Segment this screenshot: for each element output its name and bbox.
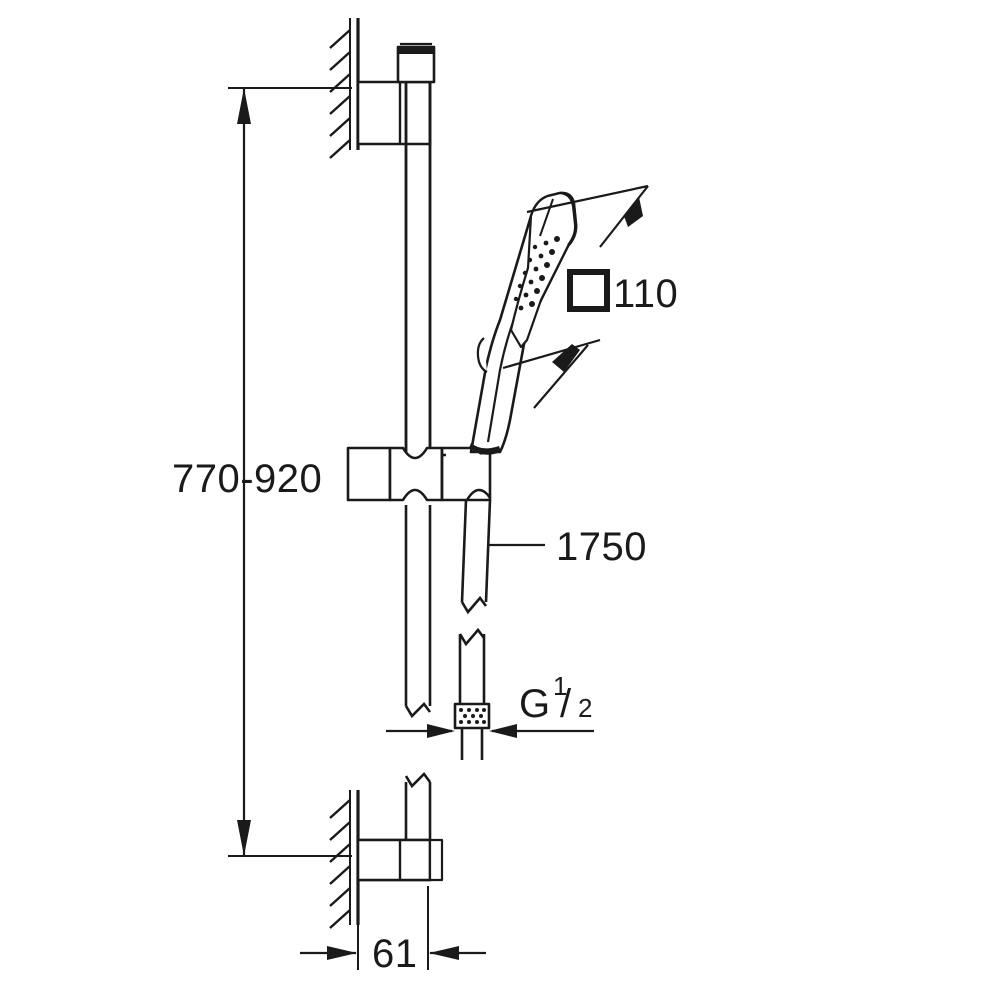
dimension-spray-face: 110 bbox=[502, 184, 678, 409]
knurled-hose-nut bbox=[453, 702, 491, 760]
dimension-label-thread-prefix: G bbox=[519, 682, 551, 726]
rail-slider-holder bbox=[346, 446, 492, 502]
dimension-label-spray-face: 110 bbox=[613, 272, 678, 316]
dimension-label-bracket-projection: 61 bbox=[372, 932, 418, 976]
dimension-label-thread-denominator: 2 bbox=[578, 693, 592, 723]
shower-hose bbox=[458, 499, 492, 704]
hand-shower-head bbox=[469, 191, 578, 455]
square-symbol-icon bbox=[567, 269, 610, 312]
dimension-label-thread-slash: / bbox=[560, 682, 572, 726]
dimension-thread: G 1 / 2 bbox=[386, 671, 594, 738]
dimension-rail-height: 770-920 bbox=[172, 87, 352, 857]
dimension-hose-length: 1750 bbox=[489, 525, 647, 569]
dimension-label-rail-height: 770-920 bbox=[172, 457, 322, 501]
shower-rail bbox=[404, 82, 432, 852]
dimension-label-thread-numerator: 1 bbox=[553, 671, 567, 701]
bottom-wall-bracket bbox=[356, 838, 444, 882]
top-wall-bracket bbox=[356, 42, 436, 146]
dimension-bracket-projection: 61 bbox=[300, 886, 486, 976]
dimension-label-hose-length: 1750 bbox=[556, 525, 647, 569]
